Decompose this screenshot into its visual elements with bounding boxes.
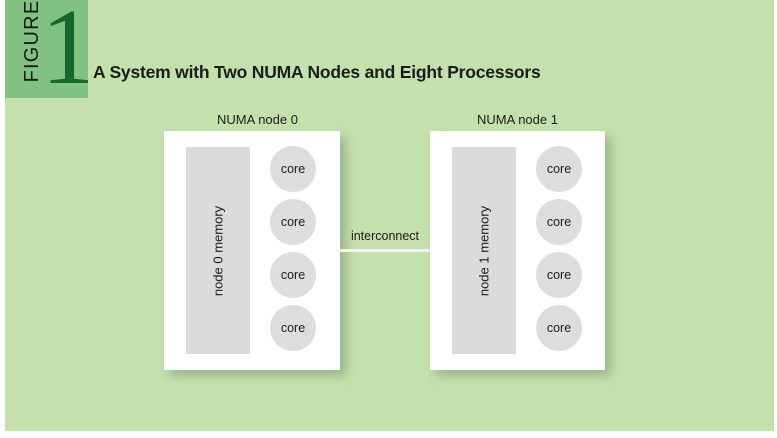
- interconnect-line: [340, 249, 430, 252]
- figure-badge: FIGURE 1: [5, 0, 88, 98]
- core-label: core: [546, 215, 572, 229]
- figure-badge-number: 1: [41, 0, 88, 98]
- node-1-core-1: core: [536, 199, 582, 245]
- node-1-core-0: core: [536, 146, 582, 192]
- figure-badge-word: FIGURE: [21, 0, 43, 83]
- node-0-core-0: core: [270, 146, 316, 192]
- node-0-core-2: core: [270, 252, 316, 298]
- node-0-memory-label: node 0 memory: [210, 205, 226, 296]
- figure-canvas-background: [5, 0, 774, 431]
- core-label: core: [280, 162, 306, 176]
- node-0-memory-block: node 0 memory: [186, 147, 250, 354]
- core-label: core: [280, 215, 306, 229]
- node-label-numa-node-1: NUMA node 1: [477, 112, 558, 127]
- node-1-core-3: core: [536, 305, 582, 351]
- figure-title: A System with Two NUMA Nodes and Eight P…: [93, 62, 541, 82]
- core-label: core: [280, 321, 306, 335]
- core-label: core: [546, 162, 572, 176]
- core-label: core: [546, 321, 572, 335]
- node-1-core-2: core: [536, 252, 582, 298]
- core-label: core: [546, 268, 572, 282]
- core-label: core: [280, 268, 306, 282]
- interconnect-label: interconnect: [350, 229, 420, 243]
- numa-node-0-box: node 0 memory core core core core: [164, 131, 340, 370]
- numa-node-1-box: node 1 memory core core core core: [430, 131, 605, 370]
- node-label-numa-node-0: NUMA node 0: [217, 112, 298, 127]
- node-0-core-1: core: [270, 199, 316, 245]
- node-1-memory-label: node 1 memory: [476, 205, 492, 296]
- node-1-memory-block: node 1 memory: [452, 147, 516, 354]
- node-0-core-3: core: [270, 305, 316, 351]
